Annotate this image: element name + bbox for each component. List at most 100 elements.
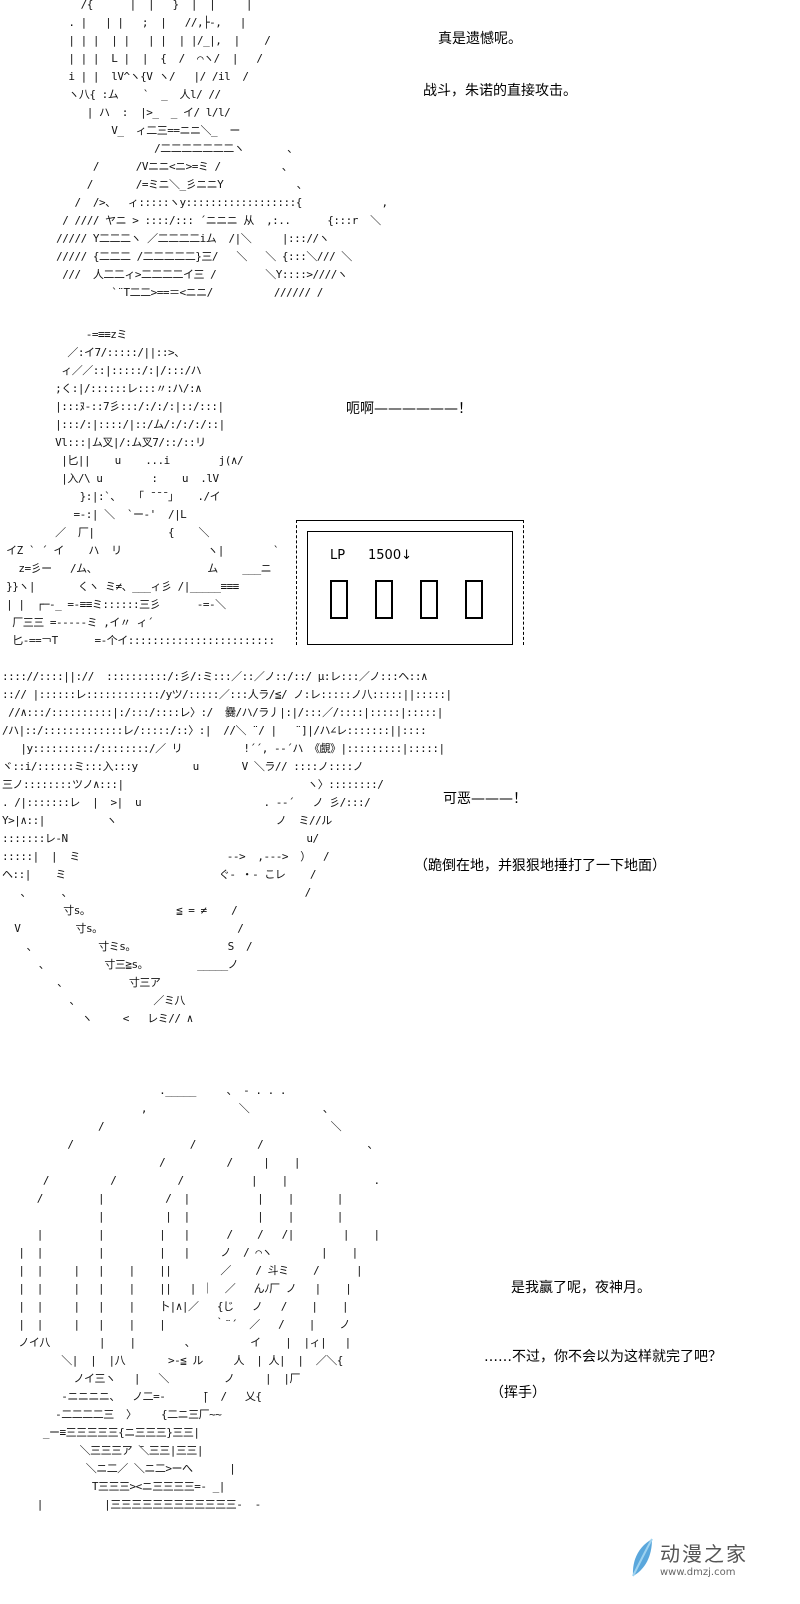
ascii-art-line: i | | lV^ヽ{V ヽ/ |/ /il / bbox=[50, 70, 249, 83]
ascii-art-line: / /=ミニ＼_彡ニニY 、 bbox=[50, 178, 308, 191]
ascii-art-line: / ＼ bbox=[0, 1120, 342, 1133]
ascii-art-line: ＼三三三ア ̄＼三三|三三| bbox=[0, 1444, 204, 1457]
lp-digit bbox=[375, 580, 393, 619]
ascii-art-line: / / / | | . bbox=[0, 1174, 380, 1187]
dialogue-line: 呃啊——————！ bbox=[346, 401, 472, 417]
ascii-art-line: ノイ三ヽ | ＼ ノ | |厂 bbox=[0, 1372, 301, 1385]
ascii-art-line: 、 ／ミ八 bbox=[2, 994, 185, 1007]
lp-label: LP bbox=[330, 548, 346, 563]
ascii-art-line: :::::| | ミ -‐> ,‐‐‐> ） / bbox=[2, 850, 330, 863]
ascii-art-line: . /|:::::::レ | >| u . -‐´ ノ 彡/:::/ bbox=[2, 796, 371, 809]
ascii-art-line: ///// Y二二二ヽ ／二二二二iム /|＼ |::://ヽ bbox=[50, 232, 330, 245]
ascii-art-line: V 寸s。 / bbox=[2, 922, 244, 935]
ascii-art-line: | | | | | | | | |/_|, | / bbox=[50, 34, 271, 47]
ascii-art-line: ／ 厂| { ＼ bbox=[0, 526, 210, 539]
ascii-art-line: /ハ|::/:::::::::::::レ/:::::/::〉:| //＼ ¨/ … bbox=[2, 724, 427, 737]
ascii-art-line: =-:| ＼ `ー‐' /|L bbox=[0, 508, 187, 521]
ascii-art-line: /二二二二二二二ヽ 、 bbox=[50, 142, 298, 155]
ascii-art-line: / | / | | | | bbox=[0, 1192, 344, 1205]
ascii-art-line: |:::ﾇ-::7彡:::/:/:/:|::/:::| bbox=[0, 400, 224, 413]
ascii-art-line: | |三三三三三三三三三三三三- - bbox=[0, 1498, 261, 1511]
ascii-art-line: -=≡≡zミ bbox=[0, 328, 128, 341]
feather-icon bbox=[632, 1538, 653, 1577]
ascii-art-line: 、 寸三ア bbox=[2, 976, 161, 989]
ascii-art-line: | | ┌─-_ =-≡≡ミ::::::三彡 -=‐＼ bbox=[0, 598, 226, 611]
ascii-art-line: , ＼ 、 bbox=[0, 1102, 334, 1115]
ascii-art-line: | | | | | | ｀¨´ ／ / | ノ bbox=[0, 1318, 350, 1331]
ascii-art-line: ヘ::| ミ ぐ- ・- こレ / bbox=[2, 868, 317, 881]
ascii-art-line: ヽ < レミ// ∧ bbox=[2, 1012, 194, 1025]
ascii-art-line: / />、 ィ:::::ヽy::::::::::::::::::{ , bbox=[50, 196, 388, 209]
ascii-art-line: |:::/:|::::/|::/ム/:/:/:/::| bbox=[0, 418, 225, 431]
ascii-art-line: | | | | | | bbox=[0, 1210, 343, 1223]
watermark-name: 动漫之家 bbox=[660, 1542, 748, 1566]
lp-digit bbox=[420, 580, 438, 619]
ascii-art-line: Y>|∧::| ヽ ノ ミ//ル bbox=[2, 814, 332, 827]
ascii-art-line: / /Vニニ<ニ>=ミ / 、 bbox=[50, 160, 293, 173]
watermark-url: www.dmzj.com bbox=[660, 1567, 736, 1578]
ascii-art-line: ;く:|/::::::レ:::〃:ハ/:∧ bbox=[0, 382, 202, 395]
lp-digits bbox=[330, 580, 483, 619]
ascii-art-line: -二二二二三 〉 {二ニ三厂~~ bbox=[0, 1408, 222, 1421]
ascii-art-line: :::://::::||:// ::::::::::/:彡/:ミ:::／::／ノ… bbox=[2, 670, 428, 683]
ascii-art-line: ._____ 、 ‐ . . . bbox=[0, 1084, 287, 1097]
life-points-box: LP 1500↓ bbox=[296, 520, 524, 645]
ascii-art-line: _ー≡三三三三三{ニ三三三}三三| bbox=[0, 1426, 200, 1439]
dialogue-line: 是我赢了呢，夜神月。 bbox=[511, 1280, 651, 1296]
ascii-art-panel-3: :::://::::||:// ::::::::::/:彡/:ミ:::／::／ノ… bbox=[2, 668, 452, 1028]
ascii-art-line: /// 人二二ィ>二二二二イ三 / ＼Y::::>////ヽ bbox=[50, 268, 348, 281]
ascii-art-line: 、 寸ミs。 S / bbox=[2, 940, 253, 953]
dialogue-line: 真是遗憾呢。 bbox=[438, 31, 522, 47]
ascii-art-line: }}ヽ| くヽ ミ≠、___ィ彡 /|_____≡≡≡ bbox=[0, 580, 239, 593]
ascii-art-line: 三ノ::::::::ツノ∧:::| ヽ〉::::::::/ bbox=[2, 778, 384, 791]
ascii-art-line: //∧:::/::::::::::|:/:::/::::レ〉:/ 爨/ハ/ラ丿|… bbox=[2, 706, 443, 719]
dialogue-line: （挥手） bbox=[490, 1385, 546, 1401]
lp-digit bbox=[465, 580, 483, 619]
ascii-art-line: | | | | | || | ｜ ／ んﾉ厂 ノ | | bbox=[0, 1282, 352, 1295]
ascii-art-line: ィ／／::|:::::/:|/:::/ハ bbox=[0, 364, 202, 377]
ascii-art-line: Vl:::|ム叉|/:ム叉7/::/::リ bbox=[0, 436, 206, 449]
ascii-art-line: ヽ八{ :ム ` _ 人l/ // bbox=[50, 88, 221, 101]
ascii-art-line: -ニニニニ、 ノ二=- ̄| / 乂{ bbox=[0, 1390, 262, 1403]
ascii-art-panel-1: /{ | | } | | | . | | | ; | //,├-, | | | … bbox=[50, 0, 388, 302]
ascii-art-line: z=彡ー /ム、 ム ___ニ bbox=[0, 562, 272, 575]
ascii-art-line: ノイ八 | | 、 イ | |ィ| | bbox=[0, 1336, 351, 1349]
ascii-art-line: | | | | | ノ / ⌒ヽ | | bbox=[0, 1246, 358, 1259]
dialogue-line: 战斗，朱诺的直接攻击。 bbox=[423, 83, 577, 99]
ascii-art-line: | ハ : |>_ _ イ/ l/l/ bbox=[50, 106, 231, 119]
ascii-art-line: |y::::::::::/::::::::/／ リ !´´, -‐´ハ 《覰》|… bbox=[2, 742, 445, 755]
ascii-art-line: / //// ヤニ > ::::/::: ´ニニニ 从 ,:.. {:::r ＼ bbox=[50, 214, 381, 227]
ascii-art-line: . | | | ; | //,├-, | bbox=[50, 16, 246, 29]
ascii-art-line: ＼| | |八 >‐≦ ル 人 | 人| | ／＼{ bbox=[0, 1354, 343, 1367]
ascii-art-line: |匕|| u ...i j(∧/ bbox=[0, 454, 244, 467]
ascii-art-line: / / / 、 bbox=[0, 1138, 378, 1151]
ascii-art-line: ／:イ7/:::::/||::>、 bbox=[0, 346, 185, 359]
ascii-art-line: |入/\ u : u .lV bbox=[0, 472, 219, 485]
lp-digit bbox=[330, 580, 348, 619]
ascii-art-line: | | | | | || ／ / 斗ミ / | bbox=[0, 1264, 363, 1277]
dialogue-line: ……不过，你不会以为这样就完了吧？ bbox=[484, 1349, 722, 1365]
watermark-logo: 动漫之家 www.dmzj.com bbox=[630, 1538, 748, 1578]
lp-value: 1500↓ bbox=[368, 548, 412, 563]
dialogue-line: （跪倒在地，并狠狠地捶打了一下地面） bbox=[414, 858, 666, 874]
ascii-art-line: ::// |::::::レ::::::::::::/yツ/:::::／:::人ラ… bbox=[2, 688, 452, 701]
ascii-art-line: ///// {二二二 /二二二二二}三/ ＼ ＼ {:::＼/// ＼ bbox=[50, 250, 352, 263]
ascii-art-line: /{ | | } | | | bbox=[50, 0, 253, 11]
ascii-art-line: T三三三><ニ三三三三=- _| bbox=[0, 1480, 225, 1493]
dialogue-line: 可恶———！ bbox=[443, 791, 527, 807]
ascii-art-line: ヾ::i/::::::ミ:::入:::y u V ＼ラ// ::::ノ::::ノ bbox=[2, 760, 364, 773]
ascii-art-line: | | | | | 卜|∧|／ {じ ノ / | | bbox=[0, 1300, 349, 1313]
ascii-art-line: V_ ィ二三==ニニ＼_ ー bbox=[50, 124, 240, 137]
ascii-art-line: 、 、 / bbox=[2, 886, 311, 899]
ascii-art-line: 、 寸三≧s。 _____ノ bbox=[2, 958, 239, 971]
ascii-art-line: }:|:`、 「 ̄ ̄ ̄ ｣ ./イ bbox=[0, 490, 221, 503]
ascii-art-line: 匕-==￢T =-个イ:::::::::::::::::::::::: bbox=[0, 634, 275, 647]
ascii-art-line: | | | | / / /| | | bbox=[0, 1228, 380, 1241]
ascii-art-panel-4: ._____ 、 ‐ . . . , ＼ 、 / ＼ / / / 、 bbox=[0, 1082, 380, 1514]
ascii-art-line: / / | | bbox=[0, 1156, 301, 1169]
ascii-art-line: :::::::レ-N u/ bbox=[2, 832, 319, 845]
ascii-art-line: 寸s。 ≦ = ≠ / bbox=[2, 904, 238, 917]
ascii-art-line: | | | L | | { / ⌒ヽ/ | / bbox=[50, 52, 263, 65]
ascii-art-line: `¨T二二>==＝<ニニ/ ////// / bbox=[50, 286, 323, 299]
ascii-art-line: ＼ニ二／ ＼ニ二>ーへ | bbox=[0, 1462, 236, 1475]
